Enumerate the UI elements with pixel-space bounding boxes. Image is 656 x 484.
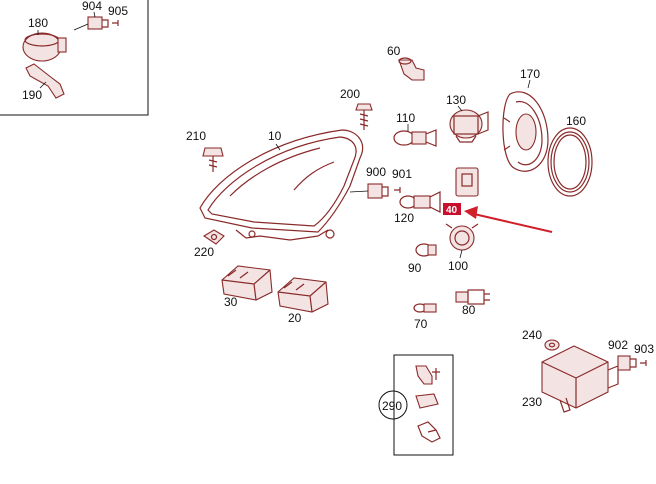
part-90-bulb[interactable]	[415, 243, 437, 257]
callout-110: 110	[396, 111, 415, 125]
part-70-bulb[interactable]	[413, 303, 437, 313]
callout-180: 180	[28, 16, 48, 30]
inset-180-190-box: 180 190 904 905	[0, 0, 149, 116]
callout-904: 904	[82, 0, 102, 13]
part-904[interactable]	[87, 16, 109, 30]
callout-10: 10	[268, 129, 282, 143]
part-901[interactable]	[394, 187, 401, 193]
callout-70: 70	[414, 317, 428, 331]
part-230[interactable]	[541, 345, 619, 413]
callout-90: 90	[408, 261, 422, 275]
callout-900: 900	[366, 165, 386, 179]
part-903[interactable]	[640, 360, 647, 366]
part-160[interactable]	[547, 127, 593, 197]
part-210[interactable]	[202, 147, 224, 172]
callout-160: 160	[566, 114, 586, 128]
callout-60: 60	[387, 44, 401, 58]
part-240[interactable]	[544, 339, 560, 351]
part-900[interactable]	[367, 183, 389, 199]
part-110-bulb[interactable]	[393, 129, 437, 147]
callout-230: 230	[522, 395, 542, 409]
callout-290: 290	[382, 399, 402, 413]
callout-20: 20	[288, 311, 302, 325]
highlight-label-40[interactable]: 40	[443, 203, 461, 216]
callout-130: 130	[446, 93, 466, 107]
part-120-bulb[interactable]	[399, 191, 441, 213]
callout-170: 170	[520, 67, 540, 81]
part-100[interactable]	[445, 223, 479, 251]
part-30[interactable]	[221, 265, 273, 301]
callout-905: 905	[108, 4, 128, 18]
callout-190: 190	[22, 88, 42, 102]
callout-901: 901	[392, 167, 412, 181]
callout-30: 30	[224, 295, 238, 309]
part-80[interactable]	[455, 289, 490, 305]
callout-40: 40	[446, 205, 458, 216]
part-60[interactable]	[398, 57, 425, 81]
red-pointer-arrow	[464, 206, 553, 233]
part-902[interactable]	[617, 355, 637, 371]
part-10-headlamp[interactable]	[199, 129, 364, 241]
part-130[interactable]	[449, 109, 489, 143]
part-180[interactable]	[22, 32, 67, 62]
callout-902: 902	[608, 338, 628, 352]
part-170[interactable]	[502, 91, 549, 172]
callout-903: 903	[634, 342, 654, 356]
kit-290-box[interactable]	[393, 354, 454, 456]
part-20[interactable]	[277, 277, 329, 313]
part-200[interactable]	[355, 103, 373, 130]
callout-120: 120	[394, 211, 414, 225]
part-40[interactable]	[455, 167, 479, 197]
part-220[interactable]	[202, 229, 225, 245]
callout-240: 240	[522, 328, 542, 342]
callout-210: 210	[186, 129, 206, 143]
part-190[interactable]	[25, 63, 65, 99]
callout-100: 100	[448, 259, 468, 273]
part-905[interactable]	[112, 20, 119, 26]
callout-220: 220	[194, 245, 214, 259]
callout-290-circle: 290	[378, 390, 408, 420]
callout-200: 200	[340, 87, 360, 101]
callout-80: 80	[462, 303, 476, 317]
